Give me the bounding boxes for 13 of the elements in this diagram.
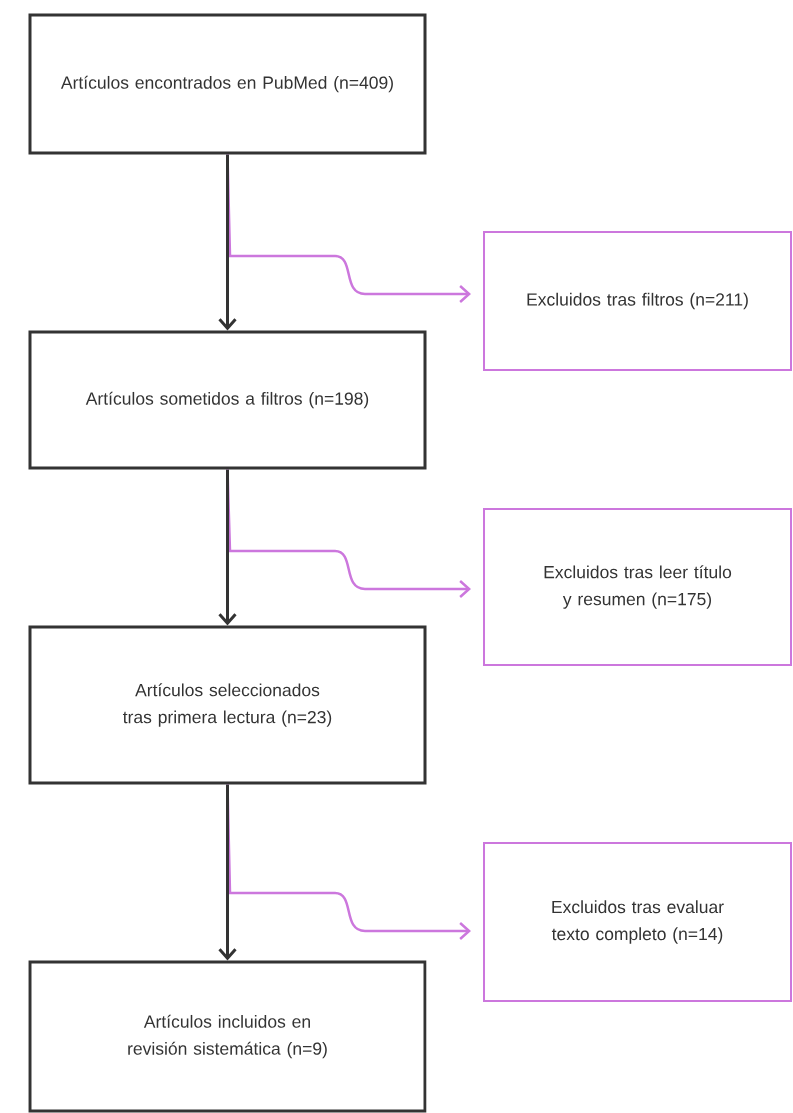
process-box: Artículos sometidos a filtros (n=198)	[28, 330, 427, 470]
excluded-box: Excluidos tras evaluar texto completo (n=14)	[483, 842, 792, 1002]
process-box: Artículos incluidos en revisión sistemática (n=9)	[28, 960, 427, 1113]
excluded-box: Excluidos tras filtros (n=211)	[483, 231, 792, 371]
excluded-box: Excluidos tras leer título y resumen (n=175)	[483, 508, 792, 666]
branch-arrow	[226, 469, 471, 598]
branch-arrow	[226, 784, 471, 940]
arrow	[218, 784, 237, 961]
arrow	[218, 469, 237, 626]
arrow	[218, 154, 237, 331]
branch-arrow	[226, 154, 471, 303]
process-box: Artículos encontrados en PubMed (n=409)	[28, 13, 427, 155]
process-box: Artículos seleccionados tras primera lectura (n=23)	[28, 625, 427, 785]
